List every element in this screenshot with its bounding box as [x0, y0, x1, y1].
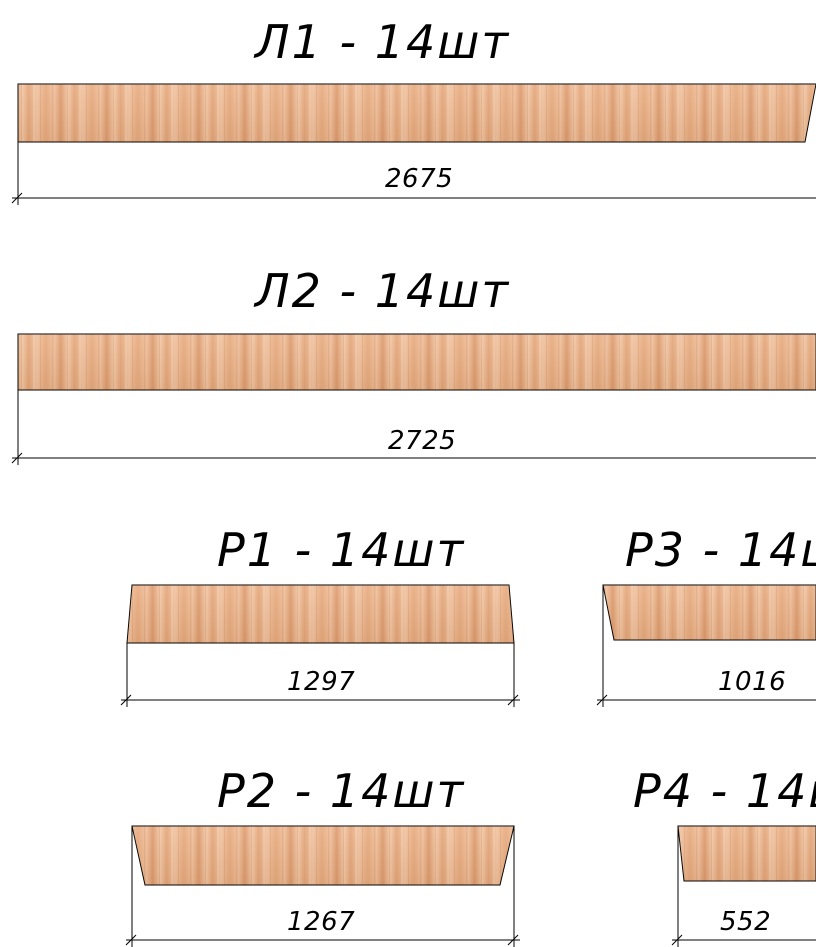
- part-r1-title: Р1 - 14шт: [217, 523, 465, 577]
- part-l1-dimension-line: [11, 142, 816, 205]
- part-r4-dimension-line: [671, 826, 816, 947]
- part-l2-dimension: 2725: [388, 426, 456, 456]
- part-r1: Р1 - 14шт 1297: [120, 523, 520, 707]
- part-r3: Р3 - 14шт 1016: [596, 523, 816, 707]
- part-r2-title: Р2 - 14шт: [217, 764, 465, 818]
- part-l2: Л2 - 14шт 2725: [11, 264, 816, 465]
- part-r4-title: Р4 - 14шт: [633, 764, 816, 818]
- part-r2: Р2 - 14шт 1267: [125, 764, 520, 947]
- part-l1-dimension: 2675: [385, 164, 453, 194]
- part-l1: Л1 - 14шт 2675: [11, 15, 816, 205]
- part-l2-dimension-line: [11, 390, 816, 465]
- part-r2-dimension-line: [125, 826, 520, 947]
- part-r1-dimension-line: [120, 643, 520, 707]
- part-r4-dimension: 552: [720, 907, 771, 937]
- part-r3-dimension-line: [596, 585, 816, 707]
- part-r4: Р4 - 14шт 552: [633, 764, 816, 947]
- part-r3-dimension: 1016: [718, 667, 786, 697]
- part-l1-title: Л1 - 14шт: [253, 15, 510, 69]
- part-l2-title: Л2 - 14шт: [253, 264, 510, 318]
- part-r3-title: Р3 - 14шт: [625, 523, 816, 577]
- part-r2-dimension: 1267: [287, 907, 355, 937]
- part-r1-dimension: 1297: [287, 667, 355, 697]
